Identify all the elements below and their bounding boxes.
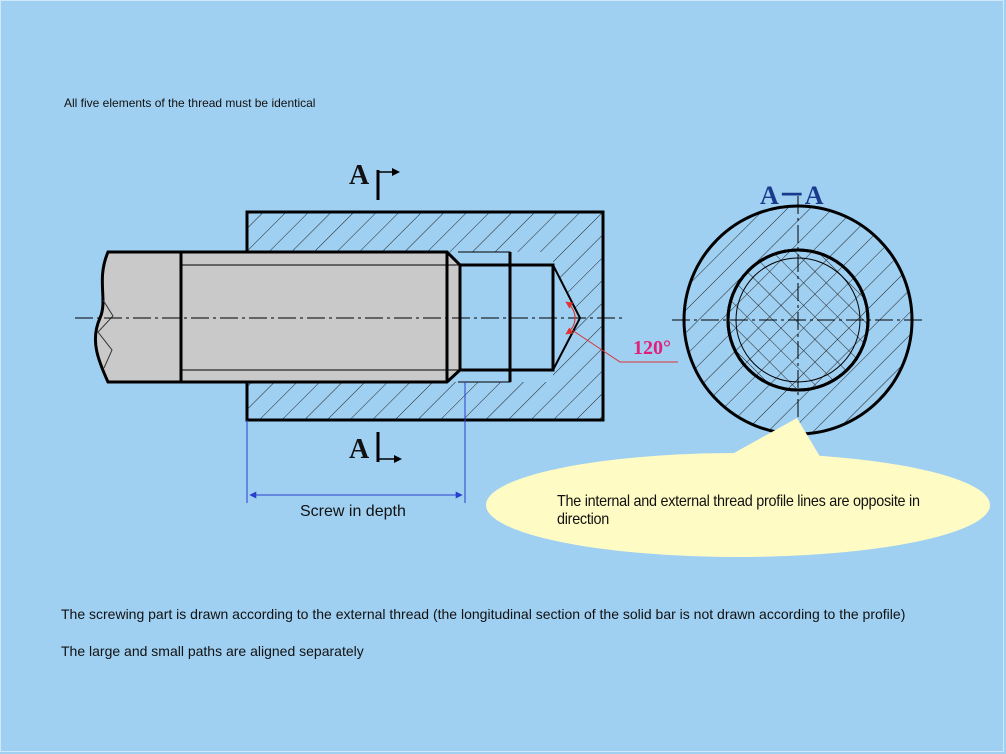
section-view-a-a [672, 196, 924, 440]
depth-dimension [246, 382, 466, 503]
section-view-title: A－A [760, 181, 824, 210]
callout-bubble [486, 418, 990, 557]
section-label-bottom: A [349, 434, 370, 465]
note-five-elements: All five elements of the thread must be … [64, 96, 316, 110]
dimension-label: Screw in depth [300, 503, 406, 520]
note-paths-aligned: The large and small paths are aligned se… [61, 643, 364, 659]
callout-text: The internal and external thread profile… [557, 493, 920, 528]
section-arrow-top [376, 168, 400, 200]
angle-leader [565, 301, 678, 363]
section-label-top: A [349, 160, 370, 191]
angle-label: 120° [633, 337, 671, 359]
bolt [93, 250, 462, 384]
note-screwing-part: The screwing part is drawn according to … [61, 606, 906, 622]
section-arrow-bottom [376, 432, 402, 463]
